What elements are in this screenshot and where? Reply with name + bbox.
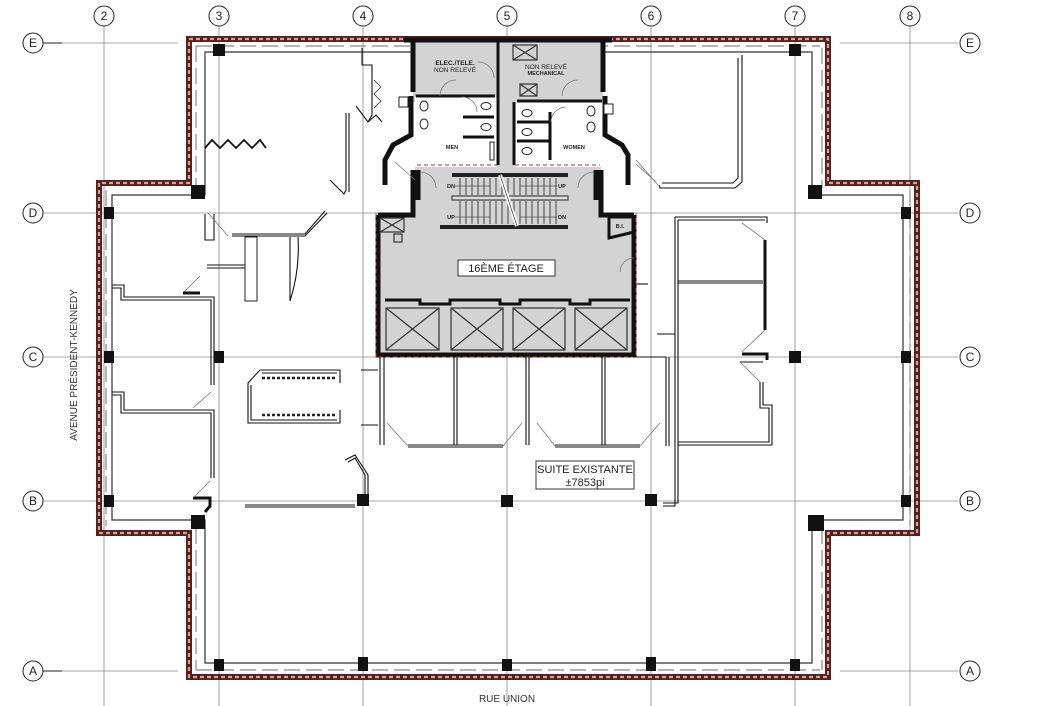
bi-room-label: B.I. <box>616 224 625 230</box>
suite-label: SUITE EXISTANTE ±7853pi <box>535 460 635 490</box>
grid-bubble-row-a-right: A <box>959 660 981 682</box>
elevators <box>385 307 628 351</box>
grid-label: D <box>966 206 975 220</box>
grid-bubble-row-c-right: C <box>959 346 981 368</box>
stair-dn-label: DN <box>447 184 455 190</box>
street-label-bottom: RUE UNION <box>479 694 535 705</box>
grid-label: E <box>966 36 974 50</box>
women-room-label: WOMEN <box>563 145 585 151</box>
grid-bubble-row-b-left: B <box>22 490 44 512</box>
grid-bubbles-top: 2 3 4 5 6 7 8 <box>93 5 921 27</box>
elec-room-label: ELEC./TELE. <box>435 60 475 67</box>
grid-bubble-col-3: 3 <box>208 5 230 27</box>
grid-bubble-row-d-right: D <box>959 202 981 224</box>
grid-bubble-col-4: 4 <box>352 5 374 27</box>
stair-dn-label: DN <box>558 215 566 221</box>
floor-label: 16ÈME ÉTAGE <box>468 262 544 275</box>
suite-area: ±7853pi <box>565 477 604 489</box>
stair-up-label: UP <box>558 184 566 190</box>
grid-label: 2 <box>101 9 108 23</box>
stairs: DN UP UP DN <box>415 170 599 229</box>
interior-partitions-left <box>112 48 383 513</box>
grid-label: 4 <box>360 9 367 23</box>
stair-up-label: UP <box>447 215 455 221</box>
grid-bubbles-right: E D C B A <box>959 32 981 682</box>
mech-room-status: NON RELEVÉ <box>525 62 568 71</box>
men-room-label: MEN <box>446 145 458 151</box>
grid-bubble-col-7: 7 <box>784 5 806 27</box>
vestibule-walls <box>382 96 657 185</box>
grid-bubble-row-b-right: B <box>959 490 981 512</box>
mech-room-label: MECHANICAL <box>528 71 566 77</box>
grid-lines <box>42 26 958 706</box>
toilets-men <box>419 96 495 161</box>
building-core: DN UP UP DN B.I. <box>375 37 637 358</box>
suite-name: SUITE EXISTANTE <box>537 464 633 476</box>
grid-label: E <box>29 36 37 50</box>
grid-bubbles-left: E D C B A <box>22 32 44 682</box>
grid-label: C <box>29 350 38 364</box>
grid-label: C <box>966 350 975 364</box>
grid-label: B <box>966 494 974 508</box>
interior-partitions-south <box>361 283 675 448</box>
grid-label: 7 <box>792 9 799 23</box>
grid-label: 3 <box>216 9 223 23</box>
interior-partitions-right <box>635 55 773 507</box>
elec-room-status: NON RELEVÉ <box>434 65 477 74</box>
grid-bubble-row-a-left: A <box>22 660 44 682</box>
toilets-women <box>517 105 596 160</box>
grid-label: 8 <box>907 9 914 23</box>
structural-columns <box>104 44 911 671</box>
grid-label: 6 <box>648 9 655 23</box>
grid-bubble-row-e-left: E <box>22 32 44 54</box>
grid-bubble-col-2: 2 <box>93 5 115 27</box>
grid-label: D <box>29 206 38 220</box>
grid-bubble-col-5: 5 <box>496 5 518 27</box>
grid-label: A <box>966 664 974 678</box>
grid-label: B <box>29 494 37 508</box>
floor-label-box <box>457 259 556 277</box>
grid-bubble-col-8: 8 <box>899 5 921 27</box>
grid-bubble-row-d-left: D <box>22 202 44 224</box>
grid-label: 5 <box>504 9 511 23</box>
grid-bubble-row-c-left: C <box>22 346 44 368</box>
grid-bubble-row-e-right: E <box>959 32 981 54</box>
street-label-left: AVENUE PRÉSIDENT-KENNEDY <box>67 289 80 441</box>
grid-label: A <box>29 664 37 678</box>
grid-bubble-col-6: 6 <box>640 5 662 27</box>
